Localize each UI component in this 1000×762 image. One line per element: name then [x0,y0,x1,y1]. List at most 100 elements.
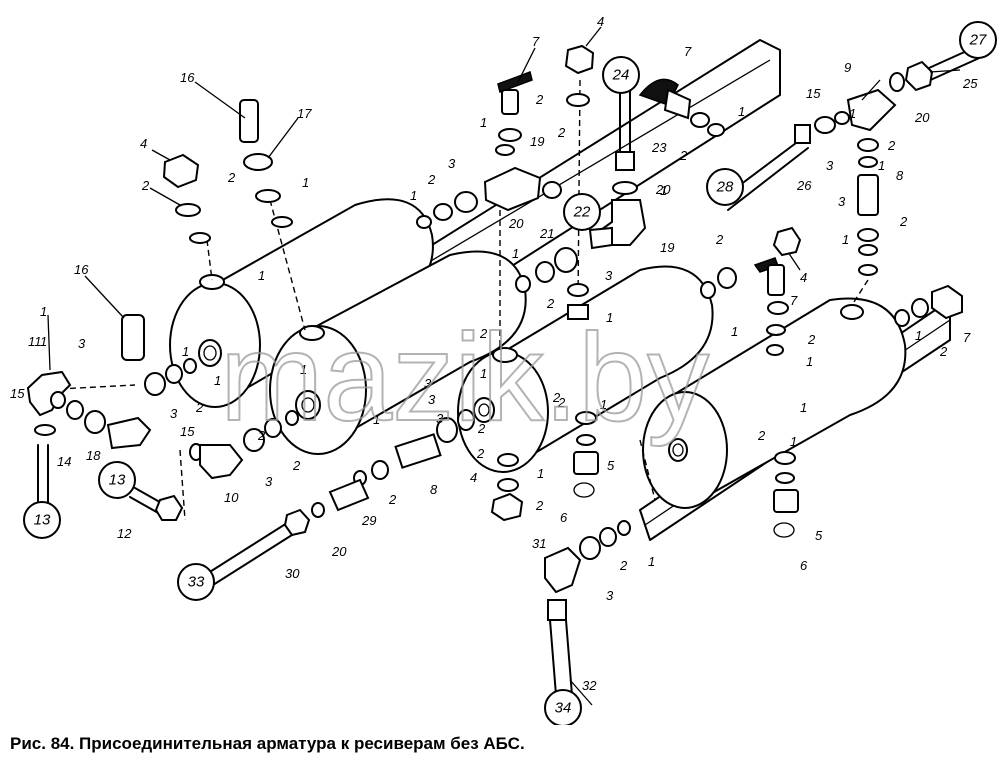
callout-2: 2 [557,125,566,140]
callout-15: 15 [10,386,25,401]
elbow-fitting-10-icon [199,444,244,480]
callout-1: 1 [182,344,189,359]
callout-1: 1 [480,115,487,130]
tee-fitting-19-icon [483,166,542,212]
callout-4: 4 [470,470,477,485]
callout-9: 9 [844,60,851,75]
callout-11: 11 [28,334,42,349]
callout-1: 1 [800,400,807,415]
callout-2: 2 [715,232,724,247]
callout-1: 1 [606,310,613,325]
callout-3: 3 [606,588,614,603]
callout-2: 2 [619,558,628,573]
callout-1: 1 [600,397,607,412]
callout-8: 8 [896,168,904,183]
connector-8-icon [394,433,442,469]
callout-23: 23 [651,140,667,155]
callout-1: 1 [302,175,309,190]
callout-25: 25 [962,76,978,91]
callout-2: 2 [552,390,561,405]
callout-7: 7 [532,34,540,49]
circle-callout-27: 27 [969,32,987,49]
callout-1: 1 [790,434,797,449]
callout-1: 1 [373,412,380,427]
tee-fitting-9-icon [846,88,897,132]
callout-7: 7 [684,44,692,59]
callout-19: 19 [660,240,674,255]
callout-1: 1 [410,188,417,203]
callout-2: 2 [939,344,948,359]
callout-1: 1 [214,373,221,388]
callout-10: 10 [224,490,239,505]
callout-3: 3 [170,406,178,421]
callout-8: 8 [430,482,438,497]
circle-callout-33: 33 [188,574,205,591]
callout-20: 20 [914,110,930,125]
circle-callout-28: 28 [716,179,734,196]
circle-callout-24: 24 [612,67,630,84]
callout-3: 3 [436,411,444,426]
air-receiver-3 [457,265,714,473]
callout-3: 3 [424,376,432,391]
callout-2: 2 [899,214,908,229]
callout-3: 3 [448,156,456,171]
callout-2: 2 [477,421,486,436]
callout-2: 2 [227,170,236,185]
leader-lines [47,26,961,706]
callout-17: 17 [297,106,312,121]
callout-4: 4 [140,136,147,151]
callout-1: 1 [731,324,738,339]
receiver-fittings-diagram: 1 1 1 1 1 1 1 1 1 1 1 1 1 1 1 1 1 1 1 1 … [10,14,997,725]
flexible-hose-32-icon [548,619,574,696]
callout-20: 20 [331,544,347,559]
callout-2: 2 [388,492,397,507]
callout-21: 21 [539,226,554,241]
drain-valve-16-icon [239,99,259,143]
callout-1: 1 [40,334,47,349]
callout-2: 2 [807,332,816,347]
callout-1: 1 [300,362,307,377]
callout-31: 31 [532,536,546,551]
callout-16: 16 [180,70,195,85]
callout-2: 2 [257,428,266,443]
callout-7: 7 [790,293,798,308]
circle-callouts: 13 13 22 24 27 28 33 34 [23,21,997,725]
callout-1: 1 [878,158,885,173]
callout-2: 2 [887,138,896,153]
callout-1: 1 [842,232,849,247]
circle-callout-13: 13 [34,512,51,529]
callout-5: 5 [607,458,615,473]
callout-19: 19 [530,134,544,149]
fittings [26,44,987,696]
callout-2: 2 [557,395,566,410]
callout-1: 1 [40,304,47,319]
callout-3: 3 [428,392,436,407]
callout-26: 26 [796,178,812,193]
callout-3: 3 [826,158,834,173]
callout-3: 3 [78,336,86,351]
callout-2: 2 [427,172,436,187]
callout-1: 1 [648,554,655,569]
elbow-fitting-31-icon [544,546,582,594]
callout-1: 1 [806,354,813,369]
banjo-fitting-18-icon [106,416,152,450]
callout-7: 7 [963,330,971,345]
callout-15: 15 [806,86,821,101]
callout-15: 15 [180,424,195,439]
callout-20: 20 [655,182,671,197]
callout-2: 2 [292,458,301,473]
callout-3: 3 [265,474,273,489]
hex-plug-4-icon [162,153,200,189]
callout-4: 4 [800,270,807,285]
callout-2: 2 [535,498,544,513]
callout-12: 12 [117,526,132,541]
circle-callout-13: 13 [109,472,126,489]
callout-1: 1 [512,246,519,261]
callout-1: 1 [915,328,922,343]
callout-20: 20 [508,216,524,231]
callout-6: 6 [800,558,808,573]
circle-callout-34: 34 [555,700,572,717]
air-receiver-1 [169,198,434,408]
callout-1: 1 [849,106,856,121]
